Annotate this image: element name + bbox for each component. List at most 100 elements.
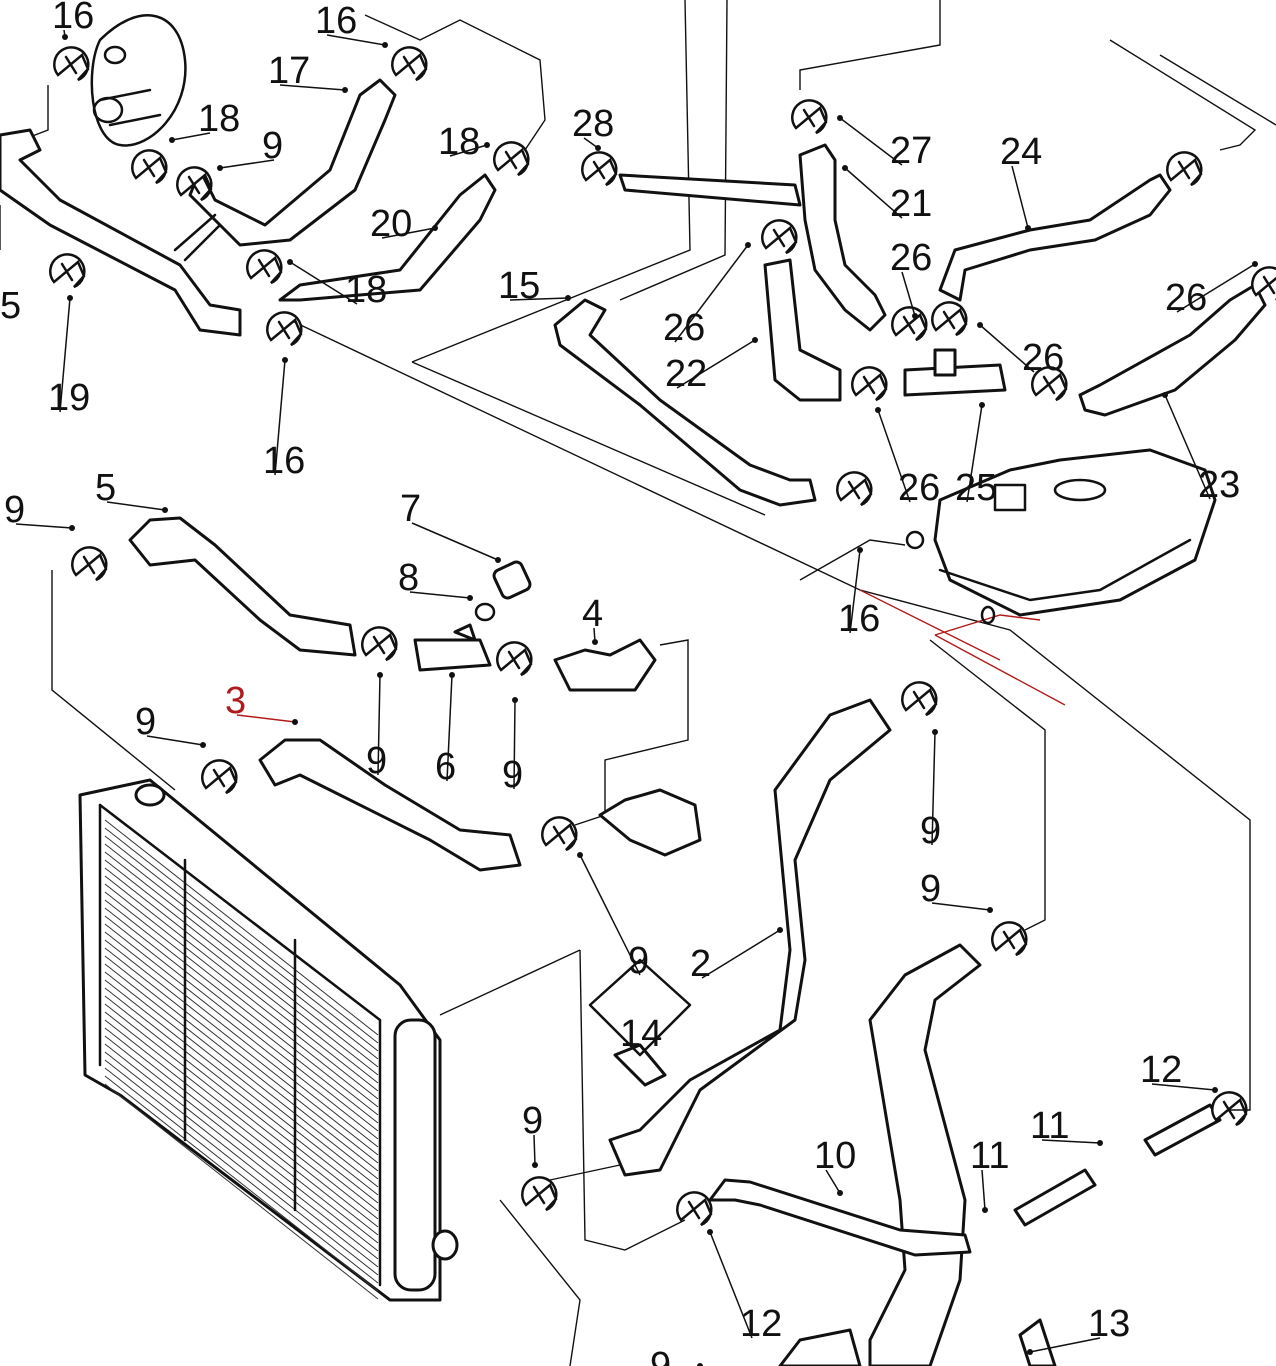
callout-16[interactable]: 16 [52,0,94,40]
radiator-fin [104,883,379,1100]
callout-13[interactable]: 13 [1027,1303,1130,1355]
callout-11[interactable]: 11 [1030,1105,1103,1147]
pipe-12 [1143,1103,1222,1157]
callout-26[interactable]: 26 [1165,261,1258,319]
radiator-fin [104,963,379,1180]
callout-6[interactable]: 6 [435,672,456,788]
callout-18[interactable]: 18 [287,259,387,311]
callout-9[interactable]: 9 [920,868,993,913]
callout-28[interactable]: 28 [572,103,614,151]
note-diamond-14 [588,958,692,1057]
callout-9[interactable]: 9 [577,852,649,982]
hose-clamp-icon [246,249,283,285]
radiator-fin [104,907,379,1124]
callout-dot [932,729,938,735]
callout-number: 8 [398,557,419,599]
callout-16[interactable]: 16 [263,357,305,482]
radiator-fin [104,1027,379,1244]
callout-26[interactable]: 26 [875,407,940,509]
callout-dot [1097,1140,1103,1146]
radiator-fin [104,955,379,1172]
callout-number: 14 [620,1013,662,1055]
callout-9[interactable]: 9 [217,125,283,171]
callout-leader [1029,1337,1101,1353]
callout-leader [219,159,275,169]
callout-16[interactable]: 16 [838,547,880,640]
callout-12[interactable]: 12 [1140,1049,1218,1093]
radiator-fin [104,859,379,1076]
callout-leader [579,854,641,976]
callout-21[interactable]: 21 [842,165,932,225]
radiator-fin [104,1083,379,1300]
callout-17[interactable]: 17 [268,50,348,93]
callout-26[interactable]: 26 [977,322,1064,379]
callout-number: 26 [890,237,932,279]
callout-9[interactable]: 9 [522,1100,543,1168]
callout-24[interactable]: 24 [1000,131,1042,231]
callout-9[interactable]: 9 [366,672,387,782]
callout-8[interactable]: 8 [398,557,473,601]
callout-19[interactable]: 19 [48,295,90,419]
callout-4[interactable]: 4 [582,593,603,645]
callout-5[interactable]: 5 [0,285,21,327]
radiator [78,778,459,1302]
callout-leader [674,244,749,343]
radiator-fin [104,835,379,1052]
callout-number: 24 [1000,131,1042,173]
callout-9[interactable]: 9 [135,701,206,748]
callout-number: 25 [955,467,997,509]
callout-2[interactable]: 2 [690,927,783,985]
callout-dot [982,1207,988,1213]
callout-dot [565,295,571,301]
callout-leader [709,1231,753,1339]
callout-27[interactable]: 27 [837,115,932,172]
callout-dot [467,595,473,601]
callout-3[interactable]: 3 [225,680,298,725]
callout-15[interactable]: 15 [498,265,571,307]
callout-7[interactable]: 7 [400,488,501,563]
callout-26[interactable]: 26 [663,242,751,349]
callout-23[interactable]: 23 [1162,392,1240,506]
callout-11[interactable]: 11 [970,1135,1009,1213]
hose-clamp-icon [676,1191,713,1227]
hose-10 [708,1178,972,1257]
radiator-fin [104,1043,379,1260]
callout-leader [289,261,358,305]
callout-dot [697,1363,703,1366]
callout-number: 9 [262,125,283,167]
callout-leader [981,1169,986,1211]
callout-14[interactable]: 14 [620,1013,662,1055]
callout-25[interactable]: 25 [955,402,997,509]
radiator-fin [104,1035,379,1252]
callout-26[interactable]: 26 [890,237,932,319]
callout-number: 16 [263,440,305,482]
callout-number: 16 [52,0,94,37]
callout-5[interactable]: 5 [95,467,168,513]
callout-16[interactable]: 16 [315,0,388,48]
callout-number: 26 [898,467,940,509]
callout-9[interactable]: 9 [502,697,523,796]
callout-number: 28 [572,103,614,145]
hose-22 [763,258,842,402]
callout-number: 9 [522,1100,543,1142]
callout-18[interactable]: 18 [169,98,240,143]
callout-number: 26 [1165,277,1207,319]
callout-number: 12 [740,1303,782,1345]
callout-18[interactable]: 18 [438,121,490,163]
callout-leader [146,735,204,746]
callout-9[interactable]: 9 [650,1345,703,1366]
callout-12[interactable]: 12 [707,1229,782,1345]
callout-9[interactable]: 9 [920,729,941,852]
callout-number: 27 [890,130,932,172]
callout-leader [877,409,911,503]
callout-dot [1027,1349,1033,1355]
radiator-fin [104,939,379,1156]
callout-number: 7 [400,488,421,530]
callout-9[interactable]: 9 [4,489,75,531]
callout-number: 17 [268,50,310,92]
callout-22[interactable]: 22 [665,337,758,395]
hose-20 [278,173,497,302]
callout-20[interactable]: 20 [370,203,438,245]
callout-10[interactable]: 10 [814,1135,856,1196]
callout-dot [200,742,206,748]
